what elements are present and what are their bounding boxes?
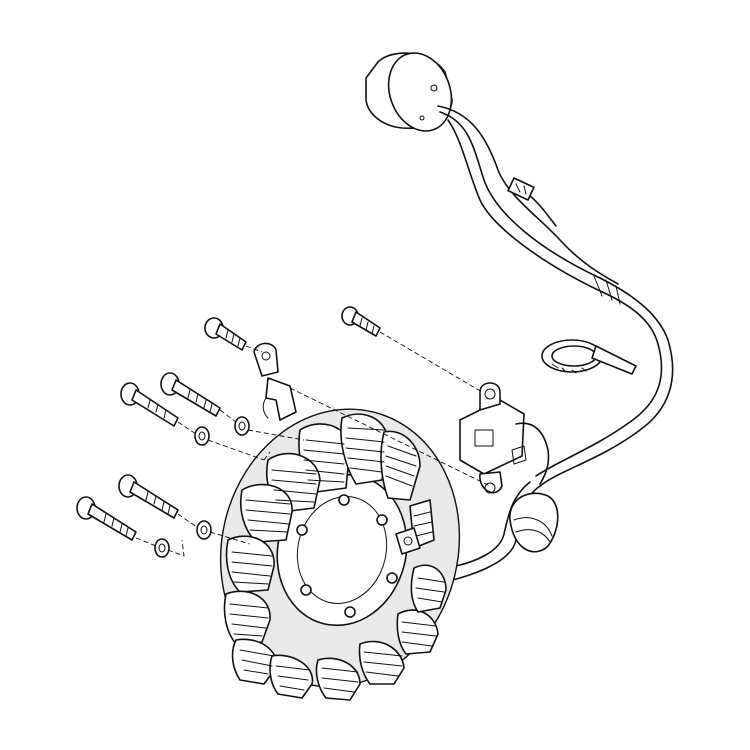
guide-lines [135,331,491,557]
washer-1 [234,416,250,436]
grommet-icon [509,492,559,553]
bolt-4 [120,382,179,427]
cable-band-icon [541,339,637,375]
washer-4 [154,538,170,558]
stator-icon [219,408,461,701]
bracket-icon [253,342,297,421]
washer-2 [194,426,210,446]
bolt-3 [160,372,221,417]
bolt-6 [76,496,137,541]
small-connector-plug-icon [507,177,557,227]
bolt-1 [341,306,381,337]
stator-connector [395,499,435,555]
bolt-2 [204,317,247,351]
bolt-icon [76,306,381,541]
stator-coils [223,413,447,701]
washer-icon [154,416,250,558]
washer-3 [196,520,212,540]
connector-cap-icon [365,52,453,132]
bolt-5 [118,474,179,519]
pulse-sensor-icon [459,382,550,494]
